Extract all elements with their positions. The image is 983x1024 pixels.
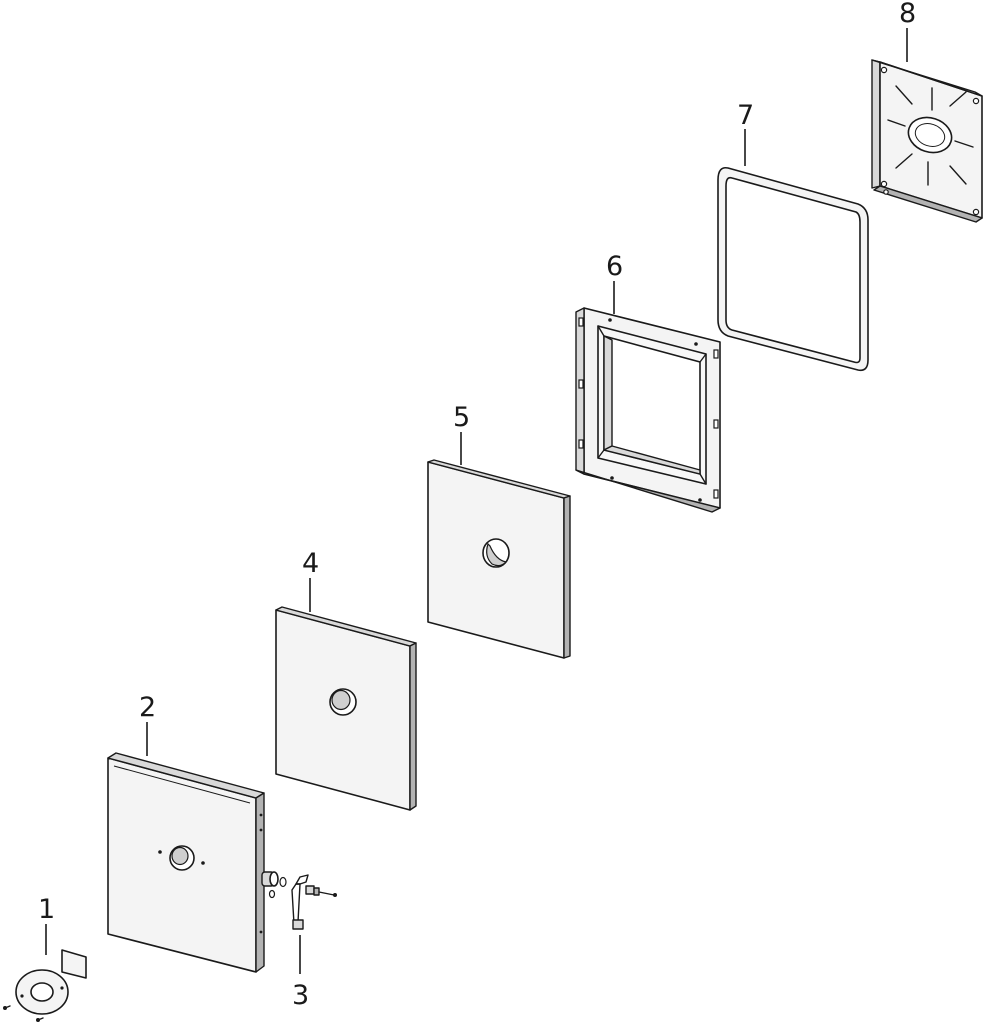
part-5-panel	[427, 459, 571, 659]
callout-6: 6	[606, 251, 623, 282]
part-7-sealing-frame	[717, 166, 869, 372]
part-1-rosette-set	[3, 949, 87, 1022]
part-4-panel	[275, 606, 417, 811]
callout-1: 1	[38, 894, 55, 925]
part-6-installation-frame	[575, 307, 721, 513]
callout-3: 3	[292, 980, 309, 1011]
callout-8: 8	[899, 0, 916, 29]
callout-7: 7	[737, 100, 754, 131]
callout-4: 4	[302, 548, 319, 579]
callout-2: 2	[139, 692, 156, 723]
part-8-mounting-bracket	[871, 59, 983, 223]
part-3-hardware-set	[261, 871, 337, 930]
part-2-front-cover	[107, 752, 265, 973]
callout-5: 5	[453, 402, 470, 433]
